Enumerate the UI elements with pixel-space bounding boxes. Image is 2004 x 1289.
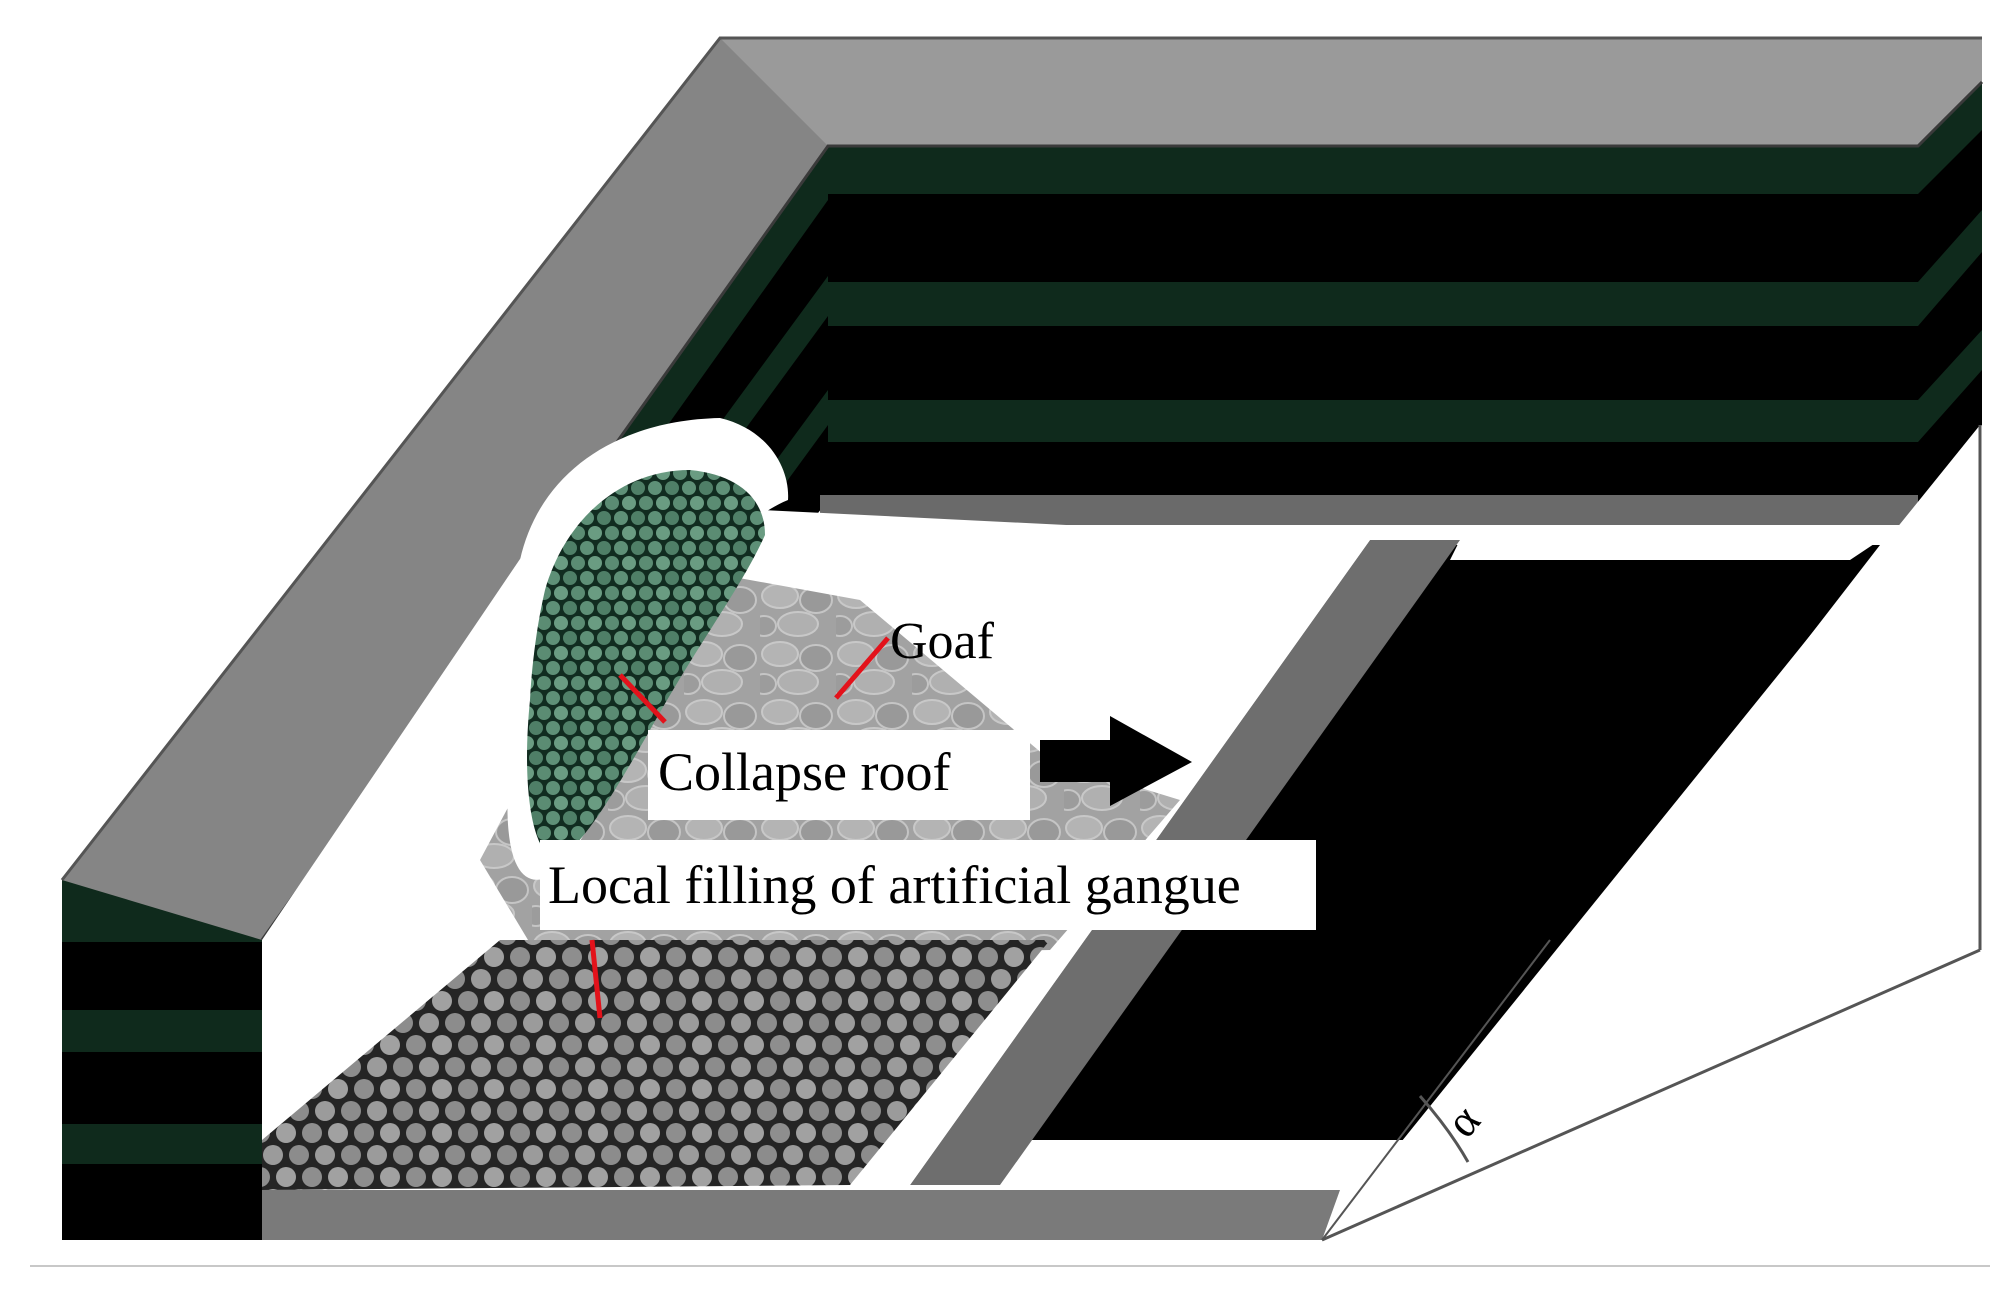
front-face-left — [62, 880, 262, 1240]
gangue-leader-line — [589, 939, 603, 1019]
collapse-roof-leader-line — [618, 673, 667, 724]
dip-angle-wedge — [1321, 425, 1982, 1242]
collapse-roof-label: Collapse roof — [658, 742, 950, 802]
coal-seam-panel — [980, 540, 1880, 1175]
local-filling-label: Local filling of artificial gangue — [548, 855, 1241, 915]
local-filling-label-box — [540, 840, 1316, 930]
advance-direction-arrow — [1040, 716, 1192, 806]
goaf-label: Goaf — [890, 613, 995, 670]
collapse-roof — [527, 470, 765, 860]
top-surface — [60, 36, 1984, 941]
right-strata-face — [1918, 82, 1982, 510]
collapse-roof-label-box — [648, 730, 1030, 820]
floor-slab — [262, 495, 1918, 1240]
artificial-gangue-filling — [262, 940, 1050, 1190]
back-strata-wall — [828, 146, 1918, 510]
goaf-leader-line — [834, 636, 890, 700]
